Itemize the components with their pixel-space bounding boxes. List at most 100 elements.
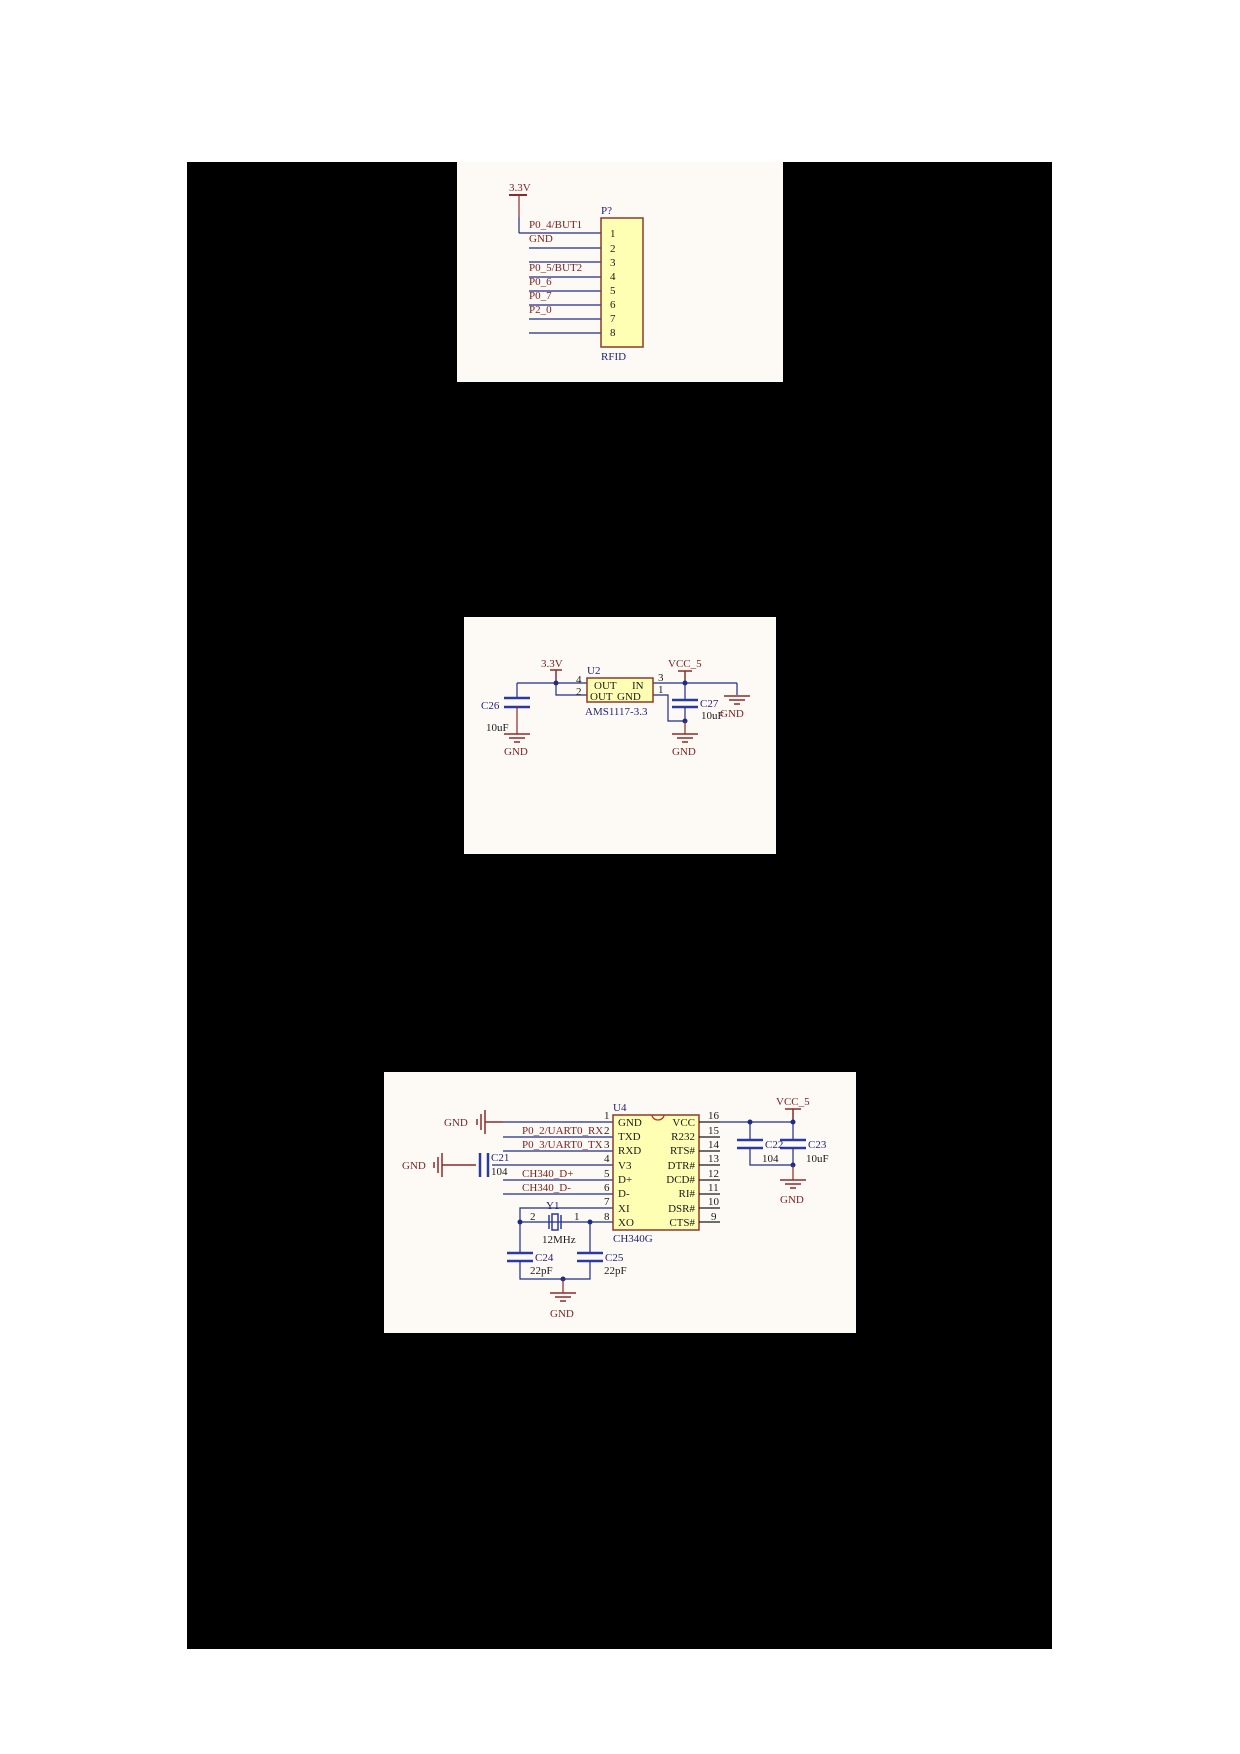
net-label-pin3: GND (529, 233, 553, 245)
u2-body (586, 677, 654, 703)
capacitor-c25-icon (577, 1251, 603, 1263)
net-label-pin6: P0_6 (529, 276, 552, 288)
svg-text:XO: XO (618, 1217, 634, 1229)
svg-text:7: 7 (610, 313, 616, 325)
svg-text:8: 8 (604, 1211, 610, 1223)
svg-text:CTS#: CTS# (669, 1217, 695, 1229)
u2-pin-num-2: 2 (576, 686, 582, 698)
capacitor-c23-icon (780, 1138, 806, 1150)
svg-text:8: 8 (610, 327, 616, 339)
black-page-frame (187, 162, 1052, 1649)
c26-value: 10uF (486, 722, 509, 734)
connector-wires (519, 232, 601, 334)
svg-text:R232: R232 (671, 1131, 695, 1143)
svg-text:1: 1 (610, 228, 616, 240)
u4-right-pin-numbers: 16 15 14 13 12 11 10 9 (708, 1110, 720, 1223)
net-label-pin8: P2_0 (529, 304, 552, 316)
u2-pin-out2: OUT (590, 691, 613, 703)
c25-value: 22pF (604, 1265, 627, 1277)
c24-value: 22pF (530, 1265, 553, 1277)
capacitor-c24-icon (507, 1251, 533, 1263)
c24-designator: C24 (535, 1252, 554, 1264)
u4-left-pin-numbers: 1 2 3 4 5 6 7 8 (604, 1110, 610, 1223)
crystal-y1-icon (548, 1213, 562, 1231)
svg-text:VCC: VCC (672, 1117, 695, 1129)
capacitor-c22-icon (737, 1138, 763, 1150)
c21-value: 104 (491, 1166, 508, 1178)
ground-icon (780, 1179, 806, 1189)
pin1-notch-icon (651, 1114, 665, 1121)
c22-designator: C22 (765, 1139, 783, 1151)
capacitor-c27-icon (672, 698, 698, 709)
crystal-wires (519, 1222, 591, 1280)
left-pin-wires (492, 1121, 613, 1223)
vcc-wires (720, 1121, 794, 1166)
power-label-vcc5: VCC_5 (668, 658, 702, 670)
ground-icon (433, 1153, 476, 1177)
svg-text:GND: GND (618, 1117, 642, 1129)
svg-text:TXD: TXD (618, 1131, 641, 1143)
c23-designator: C23 (808, 1139, 827, 1151)
c21-designator: C21 (491, 1152, 509, 1164)
net-label-rxd: P0_3/UART0_TX (522, 1139, 603, 1151)
c23-value: 10uF (806, 1153, 829, 1165)
svg-text:10: 10 (708, 1196, 720, 1208)
u2-pin-num-1: 1 (658, 684, 664, 696)
u4-right-pin-names: VCC R232 RTS# DTR# DCD# RI# DSR# CTS# (666, 1117, 695, 1229)
power-label-3v3: 3.3V (509, 182, 531, 194)
c27-designator: C27 (700, 698, 719, 710)
svg-text:1: 1 (604, 1110, 610, 1122)
junction-dot (517, 1219, 523, 1225)
u2-pin-gnd: GND (617, 691, 641, 703)
ground-icon (504, 733, 530, 743)
u2-comment: AMS1117-3.3 (585, 706, 648, 718)
svg-text:6: 6 (610, 299, 616, 311)
ground-icon (724, 695, 750, 705)
junction-dot (553, 680, 559, 686)
svg-text:2: 2 (604, 1125, 610, 1137)
svg-text:RTS#: RTS# (670, 1145, 696, 1157)
net-label-dminus: CH340_D- (522, 1182, 571, 1194)
ldo-regulator-schematic: C26 10uF GND 3.3V U2 OUT IN OUT GND 4 2 … (464, 617, 776, 854)
ground-icon (476, 1110, 503, 1134)
svg-text:DSR#: DSR# (668, 1203, 695, 1215)
svg-text:5: 5 (604, 1168, 610, 1180)
power-label-vcc5: VCC_5 (776, 1096, 810, 1108)
svg-text:DTR#: DTR# (668, 1160, 696, 1172)
svg-text:13: 13 (708, 1153, 720, 1165)
y1-value: 12MHz (542, 1234, 576, 1246)
svg-text:RXD: RXD (618, 1145, 641, 1157)
connector-designator: P? (601, 205, 612, 217)
gnd-label-pin1: GND (444, 1117, 468, 1129)
net-label-pin7: P0_7 (529, 290, 552, 302)
u2-pin-in: IN (632, 680, 644, 692)
gnd-label-crystal: GND (550, 1308, 574, 1320)
svg-text:DCD#: DCD# (666, 1174, 695, 1186)
ground-icon (550, 1292, 576, 1302)
net-label-pin2: P0_4/BUT1 (529, 219, 582, 231)
svg-text:D-: D- (618, 1188, 630, 1200)
u2-pin-out: OUT (594, 680, 617, 692)
rfid-connector-schematic: 3.3V P0_4/BUT1 GND P0_5/BUT2 P0_6 P0_7 P… (457, 162, 783, 382)
svg-text:D+: D+ (618, 1174, 632, 1186)
y1-pin2: 2 (530, 1211, 536, 1223)
net-label-pin5: P0_5/BUT2 (529, 262, 582, 274)
gnd-label-c21: GND (402, 1160, 426, 1172)
gnd-label-c26: GND (504, 746, 528, 758)
svg-text:15: 15 (708, 1125, 720, 1137)
junction-dot (747, 1119, 753, 1125)
svg-text:6: 6 (604, 1182, 610, 1194)
u4-body (612, 1114, 700, 1231)
svg-text:RI#: RI# (679, 1188, 696, 1200)
right-pin-wires (699, 1121, 720, 1223)
capacitor-c21-icon (478, 1153, 490, 1177)
c27-value: 10uF (701, 710, 724, 722)
svg-text:14: 14 (708, 1139, 720, 1151)
connector-comment: RFID (601, 351, 626, 363)
gnd-label-right: GND (720, 708, 744, 720)
u2-designator: U2 (587, 665, 600, 677)
power-port-3v3-icon (509, 194, 527, 217)
svg-text:4: 4 (604, 1153, 610, 1165)
ground-icon (672, 733, 698, 743)
y1-pin1: 1 (574, 1211, 580, 1223)
